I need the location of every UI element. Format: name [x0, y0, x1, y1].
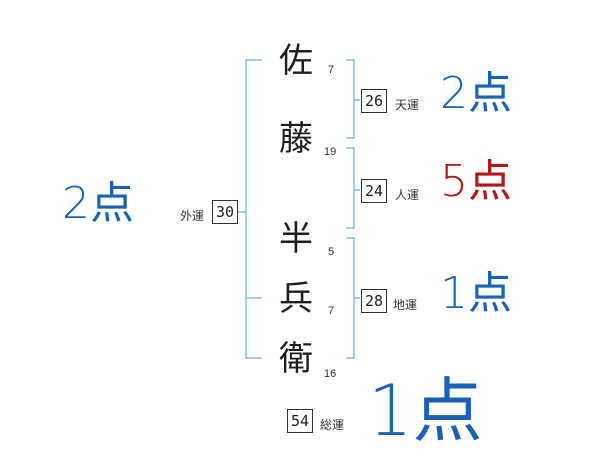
outer-bracket: [245, 59, 262, 359]
name-char-1: 佐: [279, 41, 313, 81]
sou-score: 1点: [368, 370, 483, 452]
sou-value-box: 54: [287, 409, 313, 433]
name-char-4: 兵: [279, 279, 313, 319]
gai-score: 2点: [62, 178, 134, 229]
jin-value-box: 24: [361, 179, 387, 203]
sou-label: 総運: [320, 418, 345, 432]
jin-bracket: [346, 147, 355, 229]
name-char-5: 衛: [279, 339, 313, 379]
gai-value-box: 30: [212, 200, 238, 224]
ten-value-box: 26: [361, 89, 387, 113]
chi-label: 地運: [393, 298, 418, 312]
chi-value-box: 28: [361, 289, 387, 313]
chi-bracket: [346, 237, 355, 359]
jin-label: 人運: [395, 188, 420, 202]
ten-label: 天運: [395, 98, 420, 112]
name-char-2: 藤: [279, 119, 313, 159]
stroke-count-2: 19: [324, 146, 337, 158]
stroke-count-5: 16: [324, 368, 337, 380]
ten-score: 2点: [440, 68, 512, 119]
stroke-count-4: 7: [328, 305, 335, 317]
jin-score: 5点: [440, 156, 512, 207]
chi-score: 1点: [440, 268, 512, 319]
stroke-count-1: 7: [328, 64, 335, 76]
stroke-count-3: 5: [328, 246, 335, 258]
name-char-3: 半: [279, 219, 313, 259]
gai-label: 外運: [180, 209, 205, 223]
ten-bracket: [346, 59, 355, 139]
